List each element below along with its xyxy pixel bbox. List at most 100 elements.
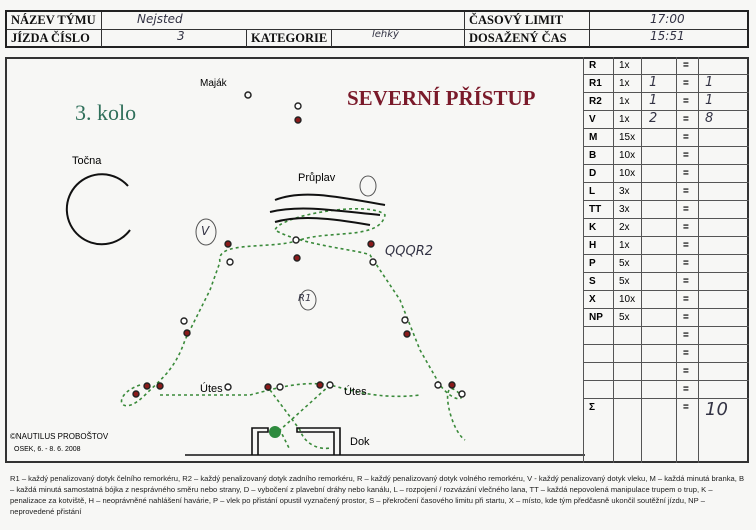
penalty-mult: 5x — [619, 312, 630, 323]
penalty-code: S — [589, 276, 596, 287]
penalty-eq: = — [683, 276, 689, 287]
sum-result: 10 — [705, 399, 728, 420]
penalty-mult: 5x — [619, 258, 630, 269]
penalty-mult: 10x — [619, 294, 636, 305]
buoy — [183, 329, 191, 337]
penalty-eq: = — [683, 240, 689, 251]
penalty-count: 1 — [649, 93, 658, 108]
time-achieved-label: DOSAŽENÝ ČAS — [465, 30, 590, 47]
penalty-eq: = — [683, 132, 689, 143]
penalty-eq: = — [683, 114, 689, 125]
category-cell — [332, 30, 465, 47]
buoy — [369, 258, 377, 266]
penalty-mult: 2x — [619, 222, 630, 233]
penalty-mult: 15x — [619, 132, 636, 143]
buoy — [458, 390, 466, 398]
penalty-code: X — [589, 294, 596, 305]
penalty-row: = — [583, 345, 749, 363]
buoy — [294, 102, 302, 110]
penalty-code: H — [589, 240, 597, 251]
penalty-eq: = — [683, 204, 689, 215]
penalty-eq: = — [683, 186, 689, 197]
sum-eq: = — [683, 402, 689, 413]
penalty-mult: 5x — [619, 276, 630, 287]
penalty-code: NP — [589, 312, 603, 323]
penalty-row: = — [583, 363, 749, 381]
buoy — [143, 382, 151, 390]
penalty-mult: 1x — [619, 114, 630, 125]
team-cell — [102, 12, 465, 30]
buoy — [294, 116, 302, 124]
buoys — [132, 102, 466, 398]
course-frame — [5, 57, 749, 463]
penalty-code: L — [589, 186, 596, 197]
turntable-label: Točna — [72, 155, 102, 167]
buoy — [226, 258, 234, 266]
channel-lines — [269, 193, 386, 226]
run-label: JÍZDA ČÍSLO — [7, 30, 102, 47]
penalty-count: 1 — [649, 75, 658, 90]
time-limit-cell — [590, 12, 747, 30]
start-marker — [269, 426, 281, 438]
penalty-eq: = — [683, 330, 689, 341]
buoy — [276, 383, 284, 391]
channel-label: Průplav — [298, 172, 336, 184]
buoy — [292, 236, 300, 244]
penalty-code: R1 — [589, 78, 602, 89]
buoy — [132, 390, 140, 398]
penalty-eq: = — [683, 258, 689, 269]
penalty-code: R — [589, 60, 597, 71]
penalty-result: 1 — [705, 93, 714, 108]
penalty-eq: = — [683, 312, 689, 323]
penalty-mult: 1x — [619, 60, 630, 71]
team-value: Nejsted — [137, 12, 183, 26]
penalty-mult: 1x — [619, 240, 630, 251]
time-achieved-value: 15:51 — [650, 29, 685, 43]
copyright: ©NAUTILUS PROBOŠTOV — [10, 432, 109, 441]
dock — [185, 427, 585, 456]
run-cell — [102, 30, 247, 47]
penalty-mult: 10x — [619, 168, 636, 179]
event-info: OSEK, 6. - 8. 6. 2008 — [14, 446, 81, 453]
penalty-mult: 10x — [619, 150, 636, 161]
handwritten-v: V — [201, 224, 210, 238]
dock-label: Dok — [350, 436, 370, 448]
header-table: NÁZEV TÝMU JÍZDA ČÍSLO KATEGORIE ČASOVÝ … — [5, 10, 749, 48]
penalty-row: = — [583, 381, 749, 399]
run-value: 3 — [177, 29, 185, 43]
penalty-code: TT — [589, 204, 602, 215]
penalty-row: = — [583, 327, 749, 345]
penalty-mult: 3x — [619, 186, 630, 197]
buoy — [326, 381, 334, 389]
penalty-eq: = — [683, 222, 689, 233]
penalty-mult: 1x — [619, 96, 630, 107]
lighthouse-buoy — [244, 91, 252, 99]
penalty-eq: = — [683, 294, 689, 305]
penalty-row: NP 5x = — [583, 309, 749, 327]
penalty-eq: = — [683, 96, 689, 107]
buoy — [448, 381, 456, 389]
time-limit-value: 17:00 — [650, 12, 685, 26]
penalty-mult: 3x — [619, 204, 630, 215]
penalty-result: 1 — [705, 75, 714, 90]
handwritten-circles — [195, 175, 377, 311]
penalty-row: H 1x = — [583, 237, 749, 255]
penalty-row: X 10x = — [583, 291, 749, 309]
buoy — [293, 254, 301, 262]
turntable-arc — [65, 173, 131, 246]
category-value: lehký — [372, 29, 399, 40]
penalty-eq: = — [683, 78, 689, 89]
buoy — [401, 316, 409, 324]
penalty-code: M — [589, 132, 598, 143]
penalty-count: 2 — [649, 111, 658, 126]
penalty-eq: = — [683, 60, 689, 71]
